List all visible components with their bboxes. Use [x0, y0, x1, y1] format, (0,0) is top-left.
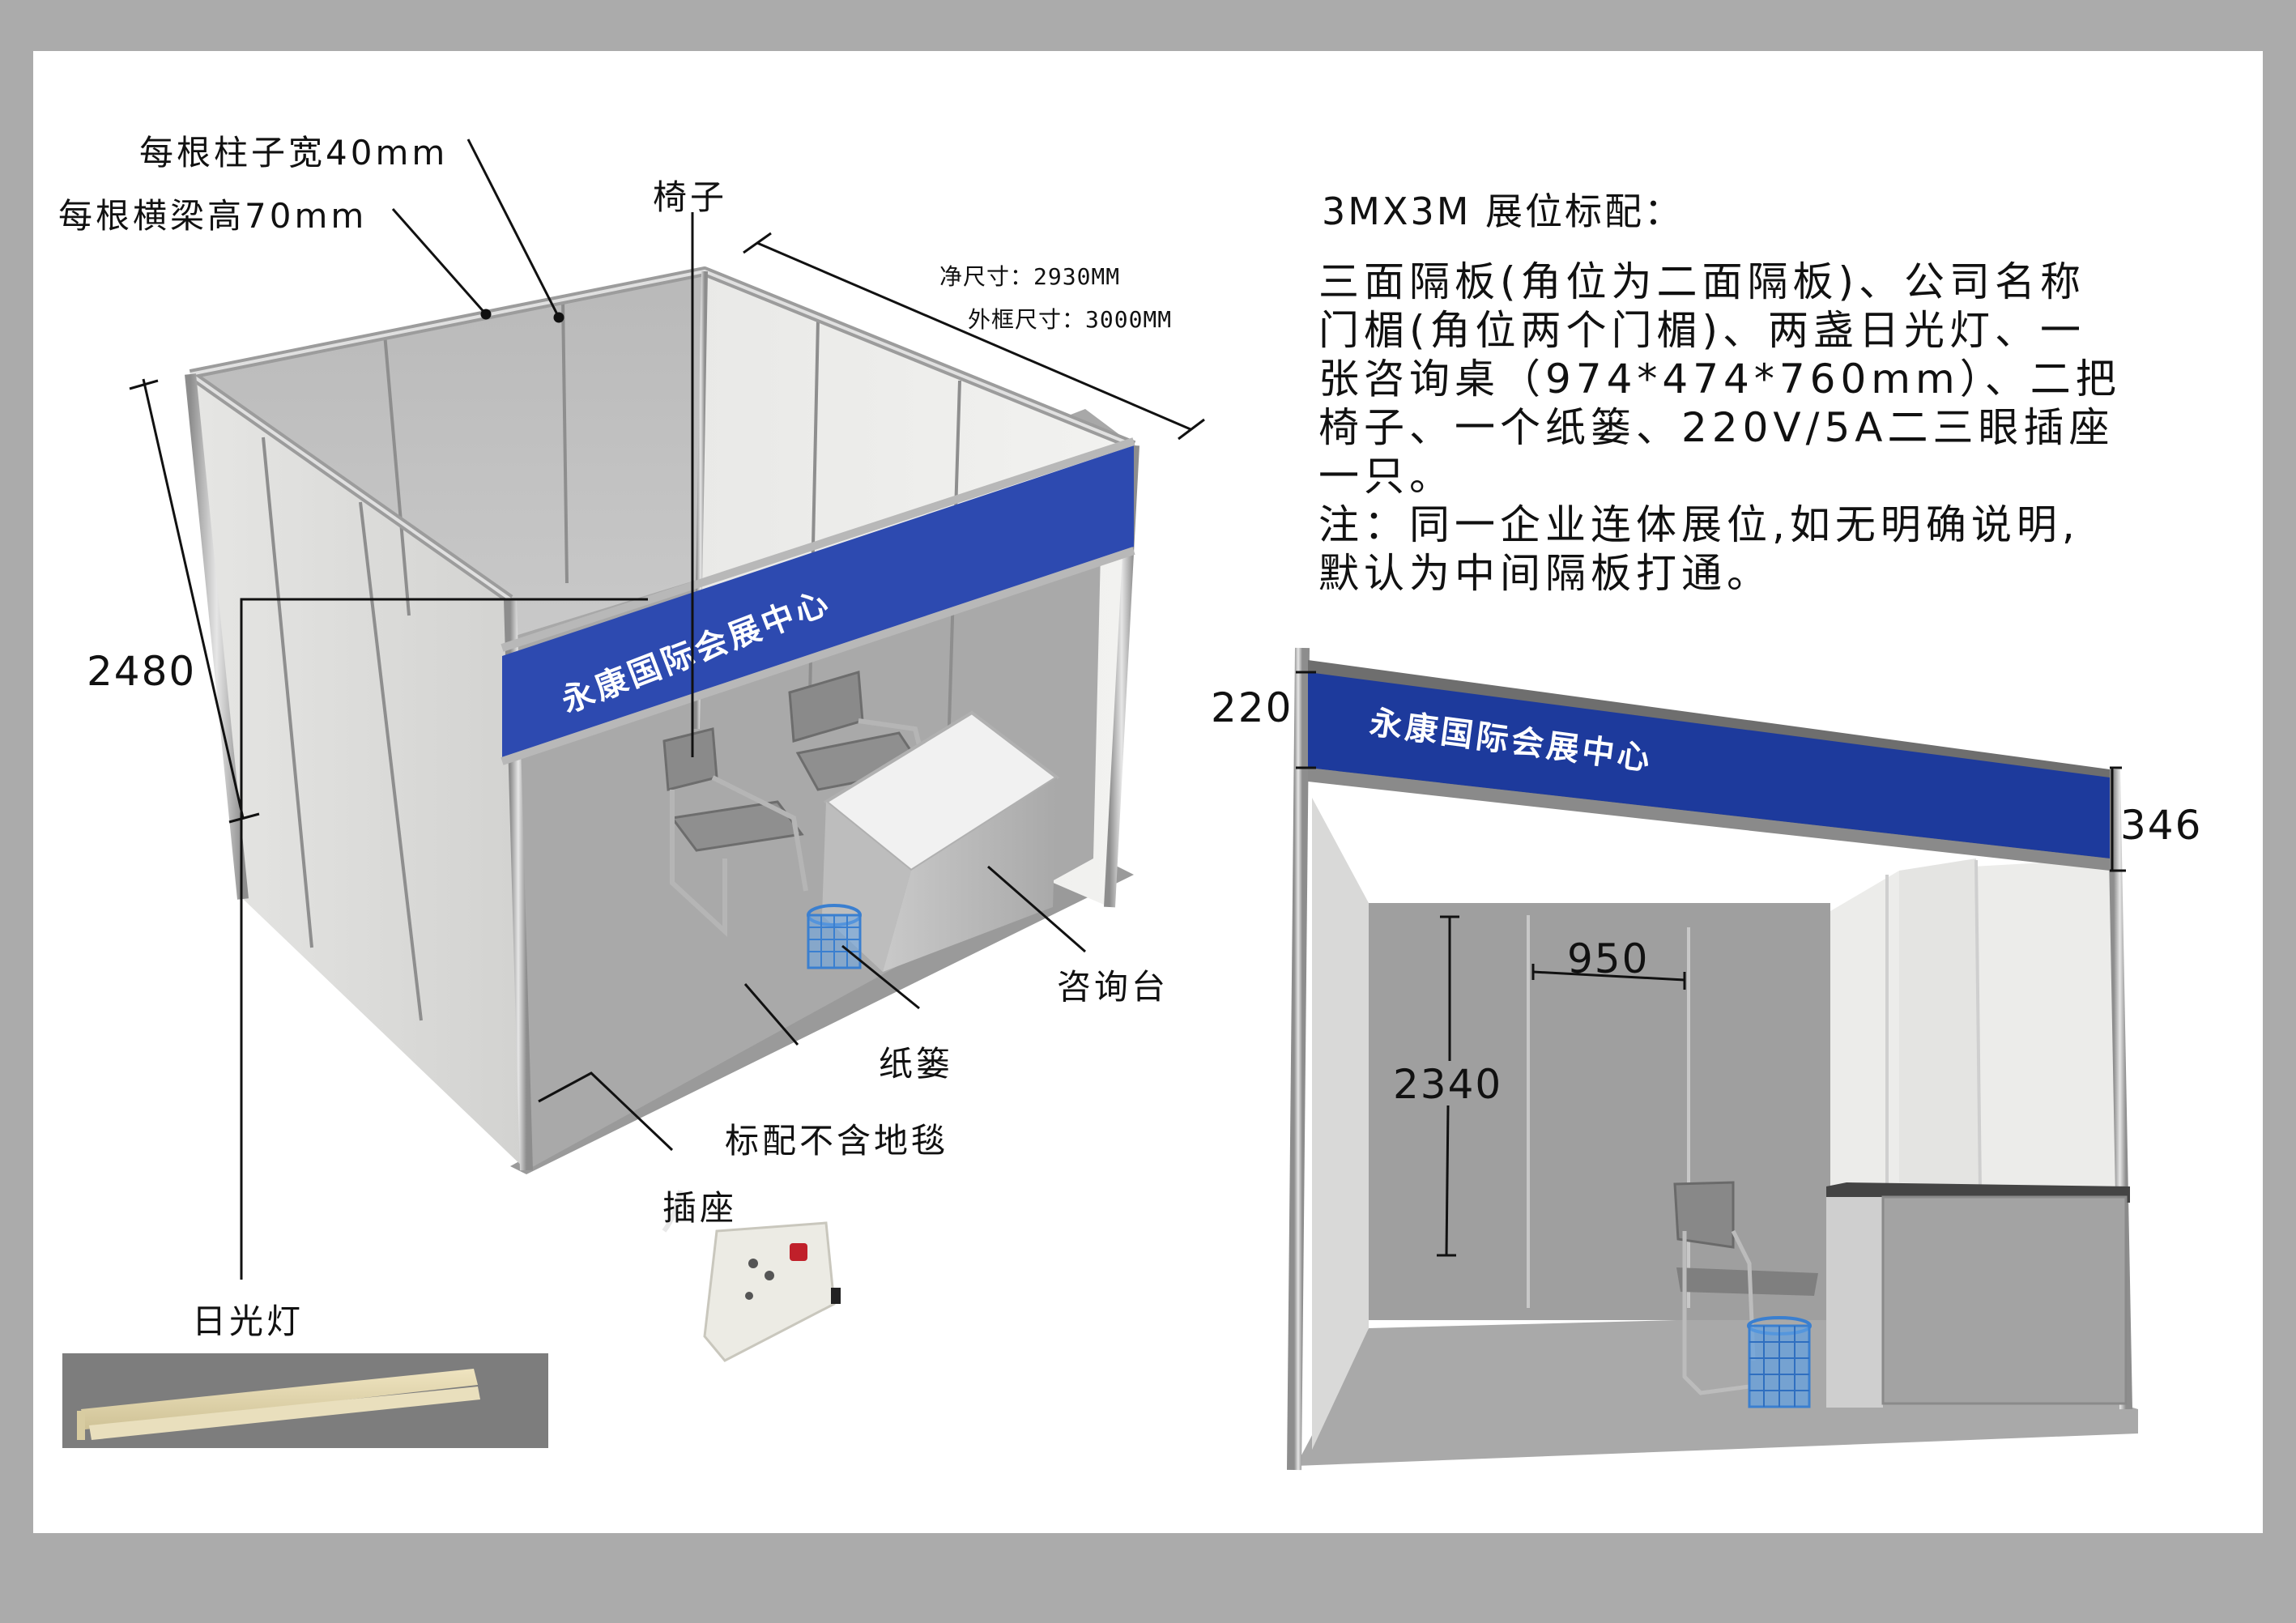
- column-width-callout: 每根柱子宽40mm: [139, 133, 449, 173]
- fluorescent-lamp-icon: [77, 1369, 480, 1440]
- consultation-desk-icon: [822, 710, 1060, 972]
- spec-body: 三面隔板(角位为二面隔板)、公司名称 门楣(角位两个门楣)、两盏日光灯、一 张咨…: [1318, 258, 2121, 598]
- spec-note-line: 注：同一企业连体展位,如无明确说明,: [1318, 501, 2080, 548]
- spec-line: 椅子、一个纸篓、220V/5A二三眼插座: [1318, 404, 2115, 451]
- desk-callout: 咨询台: [1057, 967, 1169, 1007]
- socket-callout: 插座: [662, 1188, 738, 1228]
- spec-line: 三面隔板(角位为二面隔板)、公司名称: [1318, 258, 2086, 305]
- fascia-top-dim-label: 220: [1211, 684, 1293, 731]
- left-fascia: [502, 445, 1134, 757]
- spec-line: 门楣(角位两个门楣)、两盏日光灯、一: [1318, 307, 2086, 354]
- chair-icon: [662, 727, 808, 937]
- fluorescent-lamp-callout: 日光灯: [192, 1301, 305, 1341]
- consultation-desk-icon: [1826, 1182, 2130, 1408]
- chair-icon: [788, 671, 930, 791]
- outer-size-label: 外框尺寸：3000MM: [968, 306, 1173, 333]
- chair-callout: 椅子: [653, 177, 728, 217]
- spec-line: 一只。: [1318, 453, 1455, 500]
- wastebasket-icon: [807, 904, 862, 969]
- height-2480-label: 2480: [87, 648, 197, 695]
- spec-note-line: 默认为中间隔板打通。: [1318, 550, 1772, 597]
- spec-line: 张咨询桌（974*474*760mm）、二把: [1318, 356, 2121, 403]
- wastebasket-callout: 纸篓: [879, 1044, 954, 1084]
- panel-width-dim-label: 950: [1567, 935, 1650, 982]
- wastebasket-icon: [1747, 1316, 1812, 1408]
- net-size-label: 净尺寸：2930MM: [939, 263, 1121, 290]
- beam-height-callout: 每根横梁高70mm: [58, 196, 368, 236]
- right-fascia: [1308, 672, 2110, 858]
- no-carpet-callout: 标配不含地毯: [725, 1121, 949, 1161]
- socket-icon: [662, 1190, 841, 1362]
- fascia-height-dim-label: 346: [2120, 802, 2203, 849]
- panel-height-dim-label: 2340: [1393, 1061, 1503, 1108]
- spec-title: 3MX3M 展位标配：: [1322, 190, 1685, 233]
